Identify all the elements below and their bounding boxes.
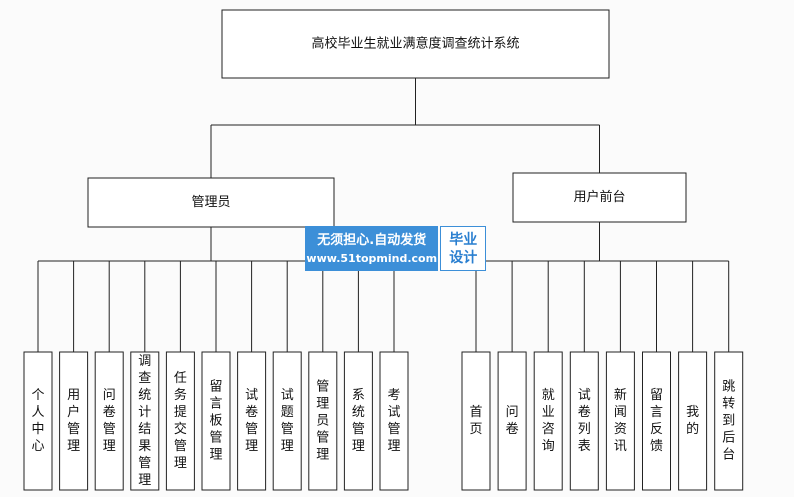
watermark-badge: 毕业 设计 [440, 226, 486, 271]
branch-node-0 [87, 177, 335, 228]
root-node [221, 9, 610, 79]
leaf-node-0-10 [379, 351, 409, 491]
leaf-node-label-0-3: 调查统计结果管理 [138, 354, 151, 488]
leaf-node-0-6 [237, 351, 267, 491]
leaf-node-1-4 [605, 351, 635, 491]
leaf-node-label-1-0: 首页 [469, 405, 482, 437]
leaf-node-0-8 [308, 351, 338, 491]
leaf-node-0-1 [59, 351, 89, 491]
leaf-node-label-0-6: 试卷管理 [245, 388, 258, 454]
leaf-node-1-2 [533, 351, 563, 491]
root-node-label: 高校毕业生就业满意度调查统计系统 [311, 36, 519, 52]
leaf-node-label-1-5: 留言反馈 [650, 388, 663, 454]
leaf-node-label-1-3: 试卷列表 [578, 388, 591, 454]
leaf-node-0-5 [201, 351, 231, 491]
leaf-node-label-0-9: 系统管理 [352, 388, 365, 454]
leaf-node-1-7 [714, 351, 744, 491]
leaf-node-label-0-4: 任务提交管理 [174, 371, 187, 471]
leaf-node-0-0 [23, 351, 53, 491]
leaf-node-label-0-10: 考试管理 [387, 388, 400, 454]
leaf-node-label-1-1: 问卷 [506, 405, 519, 437]
leaf-node-0-9 [343, 351, 373, 491]
leaf-node-label-0-7: 试题管理 [281, 388, 294, 454]
watermark-banner: 无须担心.自动发货 www.51topmind.com [305, 226, 439, 271]
leaf-node-label-1-2: 就业咨询 [542, 388, 555, 454]
leaf-node-label-0-8: 管理员管理 [316, 380, 329, 463]
leaf-node-label-0-1: 用户管理 [67, 388, 80, 454]
watermark: 无须担心.自动发货 www.51topmind.com 毕业 设计 [305, 226, 486, 271]
leaf-node-label-1-6: 我的 [686, 405, 699, 437]
watermark-url: www.51topmind.com [306, 251, 438, 265]
leaf-node-label-0-0: 个人中心 [31, 388, 44, 454]
branch-node-label-0: 管理员 [191, 195, 230, 210]
leaf-node-1-1 [497, 351, 527, 491]
watermark-slogan: 无须担心.自动发货 [317, 232, 427, 248]
branch-node-1 [512, 172, 687, 223]
watermark-badge-line2: 设计 [449, 249, 478, 266]
watermark-badge-line1: 毕业 [449, 231, 478, 248]
leaf-node-label-0-2: 问卷管理 [103, 388, 116, 454]
branch-node-label-1: 用户前台 [573, 189, 625, 205]
leaf-node-1-5 [642, 351, 671, 491]
leaf-node-label-1-4: 新闻资讯 [614, 387, 627, 454]
leaf-node-label-1-7: 跳转到后台 [722, 380, 735, 463]
leaf-node-label-0-5: 留言板管理 [209, 380, 222, 463]
leaf-node-1-6 [678, 351, 708, 491]
leaf-node-0-4 [165, 351, 195, 491]
leaf-node-0-3 [130, 351, 160, 491]
connectors [37, 78, 730, 352]
leaf-node-0-2 [94, 351, 124, 491]
leaf-node-1-0 [461, 351, 491, 491]
leaf-node-0-7 [272, 351, 302, 491]
leaf-node-1-3 [569, 351, 599, 491]
